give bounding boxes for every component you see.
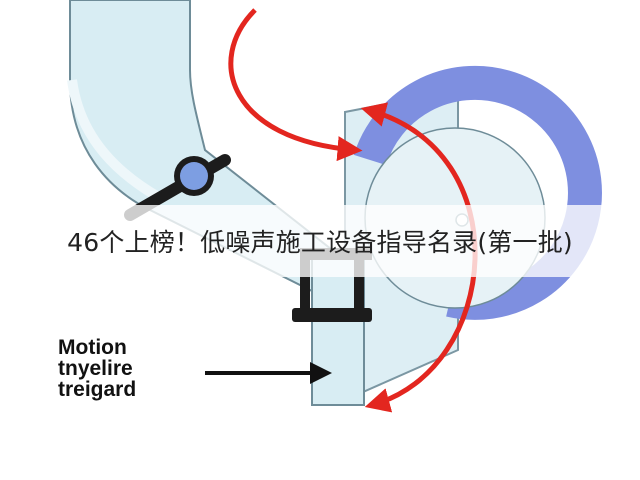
clamp-right-strap [354, 258, 364, 320]
pipe-elbow-shade [67, 79, 163, 203]
clamp-bottom-bar [292, 308, 372, 322]
caption-band [0, 205, 640, 277]
bolt-face [180, 162, 208, 190]
black-pointer-arrowhead [310, 362, 332, 384]
motion-label-line1: Motion [58, 336, 127, 359]
headline-caption: 46个上榜！低噪声施工设备指导名录(第一批) [67, 228, 573, 257]
motion-label-line3: treigard [58, 378, 137, 401]
red-rotation-arrow [228, 8, 363, 162]
blue-ring [353, 65, 602, 320]
motion-label-line2: tnyelire [58, 357, 133, 380]
motion-label: Motion tnyelire treigard [58, 337, 136, 400]
clamp-left-strap [300, 258, 310, 320]
